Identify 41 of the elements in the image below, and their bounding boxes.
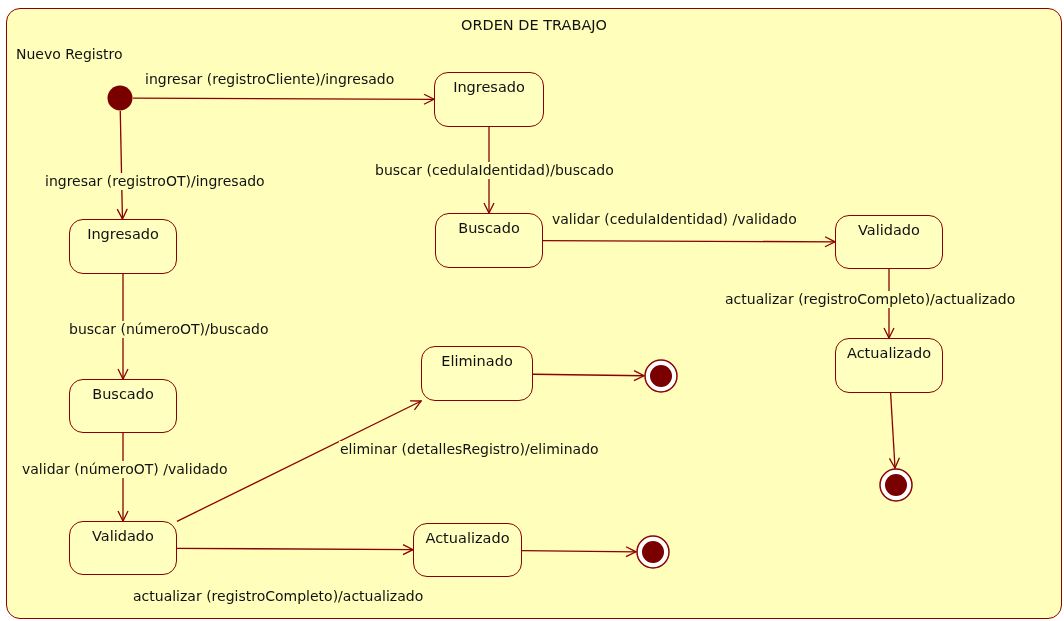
state-caption: Nuevo Registro	[15, 46, 124, 63]
state-box	[421, 346, 533, 401]
transition-arrow	[888, 392, 901, 469]
state-name: Ingresado	[86, 226, 160, 242]
final-state-symbol	[644, 359, 678, 393]
transition-arrow	[532, 370, 645, 382]
state-box	[413, 523, 522, 577]
state-name: Validado	[857, 222, 921, 238]
edge-label: ingresar (registroOT)/ingresado	[44, 173, 266, 190]
state-box	[835, 338, 943, 393]
state-box	[69, 379, 177, 433]
final-state-symbol	[636, 535, 670, 569]
final-state-symbol	[879, 468, 913, 502]
transition-arrow	[521, 546, 637, 558]
state-name: Buscado	[457, 220, 521, 236]
state-box	[69, 521, 177, 575]
state-box	[835, 215, 943, 269]
state-box	[435, 213, 543, 268]
state-name: Ingresado	[452, 79, 526, 95]
edge-label: ingresar (registroCliente)/ingresado	[144, 71, 396, 88]
state-name: Actualizado	[846, 345, 932, 361]
edge-label: buscar (cedulaIdentidad)/buscado	[374, 162, 615, 179]
edge-label: actualizar (registroCompleto)/actualizado	[132, 588, 425, 605]
composite-state-frame	[6, 8, 1062, 619]
transition-arrow	[176, 544, 414, 556]
state-box	[434, 72, 544, 127]
edge-label: eliminar (detallesRegistro)/eliminado	[339, 441, 600, 458]
edge-label: validar (cedulaIdentidad) /validado	[551, 211, 798, 228]
transition-arrow	[542, 236, 836, 248]
edge-label: actualizar (registroCompleto)/actualizado	[724, 291, 1017, 308]
state-name: Buscado	[91, 386, 155, 402]
state-name: Eliminado	[440, 353, 514, 369]
state-box	[69, 219, 177, 274]
state-name: Validado	[91, 528, 155, 544]
transition-arrow	[176, 400, 422, 523]
state-name: Actualizado	[424, 530, 511, 546]
frame-title: ORDEN DE TRABAJO	[460, 17, 608, 33]
edge-label: validar (númeroOT) /validado	[21, 461, 229, 478]
transition-arrow	[132, 93, 435, 105]
initial-state-dot	[107, 85, 133, 111]
edge-label: buscar (númeroOT)/buscado	[68, 321, 270, 338]
